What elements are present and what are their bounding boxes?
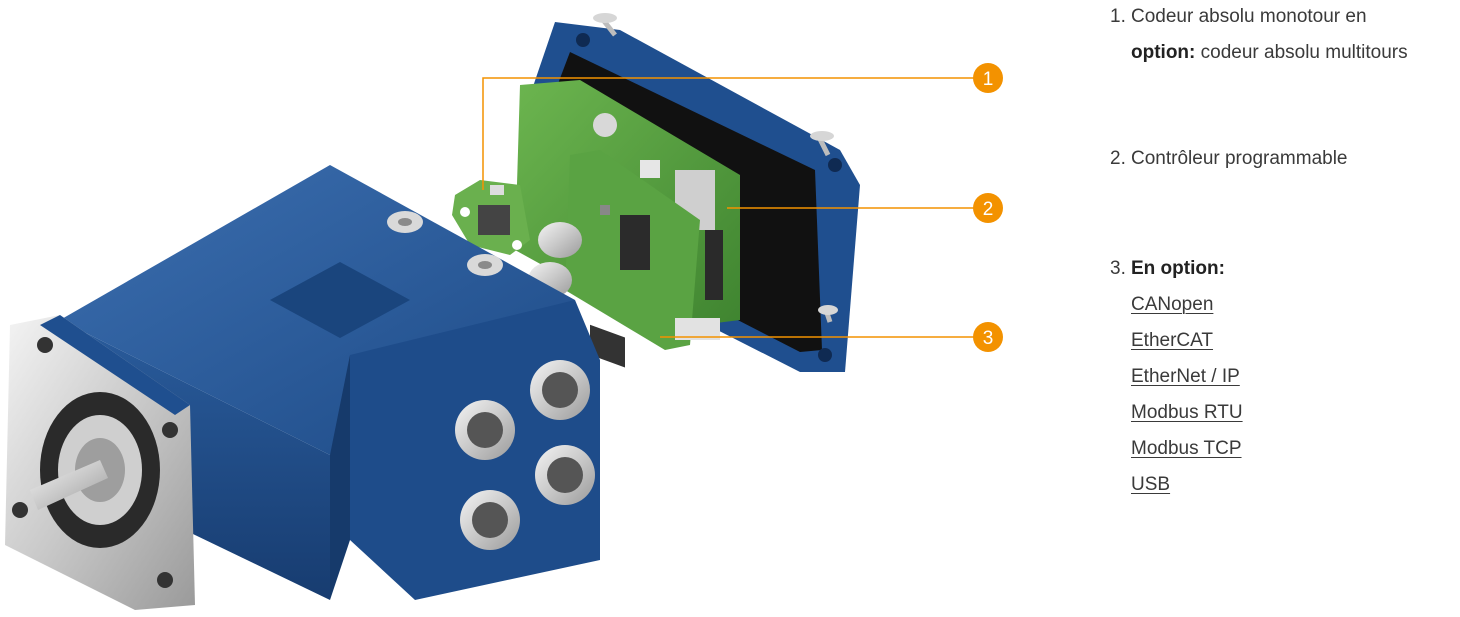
fieldbus-pcb bbox=[565, 150, 720, 350]
callout-number: 1. bbox=[1110, 6, 1126, 27]
encoder-board bbox=[452, 180, 530, 255]
link-ethercat[interactable]: EtherCAT bbox=[1131, 330, 1214, 351]
svg-text:2: 2 bbox=[983, 199, 994, 220]
callout-marker-1: 1 bbox=[973, 63, 1003, 93]
callout-leader-lines bbox=[482, 77, 975, 338]
motor-exploded-illustration: 1 2 3 bbox=[5, 13, 1003, 610]
fieldbus-link-list: CANopen EtherCAT EtherNet / IP Modbus RT… bbox=[1110, 287, 1460, 503]
svg-text:1: 1 bbox=[983, 69, 994, 90]
callout-bold-label: En option: bbox=[1131, 258, 1225, 279]
link-canopen[interactable]: CANopen bbox=[1131, 294, 1214, 315]
link-ethernet-ip[interactable]: EtherNet / IP bbox=[1131, 366, 1240, 387]
svg-text:3: 3 bbox=[983, 328, 994, 349]
leader-line-1 bbox=[482, 77, 975, 190]
front-flange bbox=[5, 315, 195, 610]
callout-text: Codeur absolu monotour en bbox=[1131, 6, 1367, 27]
link-usb[interactable]: USB bbox=[1131, 474, 1171, 495]
callout-bold-label: option: bbox=[1131, 42, 1196, 63]
callout-text: Contrôleur programmable bbox=[1131, 148, 1348, 169]
link-modbus-rtu[interactable]: Modbus RTU bbox=[1131, 402, 1243, 423]
callout-text: codeur absolu multitours bbox=[1195, 42, 1408, 63]
callout-marker-2: 2 bbox=[973, 193, 1003, 223]
callout-number: 2. bbox=[1110, 148, 1126, 169]
callout-marker-3: 3 bbox=[973, 322, 1003, 352]
callout-item-controller: 2.Contrôleur programmable bbox=[1110, 141, 1460, 177]
callout-number: 3. bbox=[1110, 258, 1126, 279]
m12-connectors bbox=[455, 360, 595, 550]
link-modbus-tcp[interactable]: Modbus TCP bbox=[1131, 438, 1242, 459]
callout-item-encoder: 1.Codeur absolu monotour en option: code… bbox=[1110, 0, 1460, 71]
callout-item-fieldbus: 3.En option: CANopen EtherCAT EtherNet /… bbox=[1110, 251, 1460, 503]
